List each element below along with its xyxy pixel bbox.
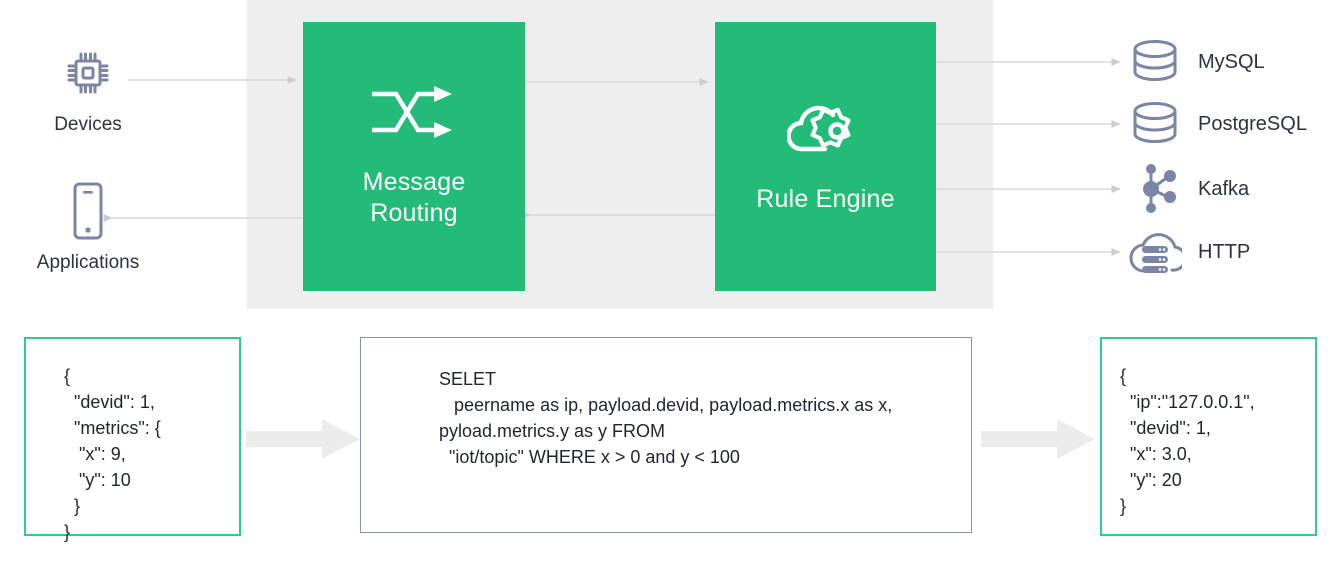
destination-mysql[interactable]: MySQL xyxy=(1128,36,1265,88)
source-devices[interactable]: Devices xyxy=(3,42,173,136)
database-cylinder-icon xyxy=(1128,36,1182,88)
output-message-box: { "ip":"127.0.0.1", "devid": 1, "x": 3.0… xyxy=(1100,337,1317,536)
destination-postgresql-label: PostgreSQL xyxy=(1198,112,1307,135)
process-label-line2: Routing xyxy=(370,199,458,227)
destination-http[interactable]: HTTP xyxy=(1128,226,1250,278)
flow-arrow-query-to-output xyxy=(981,419,1095,464)
node-graph-icon xyxy=(1128,163,1182,215)
process-label-line1: Message xyxy=(362,168,466,196)
sql-rule-box: SELET peername as ip, payload.devid, pay… xyxy=(360,337,972,533)
process-message-routing-label: Message Routing xyxy=(363,167,466,229)
destination-postgresql[interactable]: PostgreSQL xyxy=(1128,98,1307,150)
flow-arrow-input-to-query xyxy=(246,419,360,464)
destination-kafka-label: Kafka xyxy=(1198,177,1250,200)
sql-rule-statement: SELET peername as ip, payload.devid, pay… xyxy=(439,369,893,467)
output-message-json: { "ip":"127.0.0.1", "devid": 1, "x": 3.0… xyxy=(1120,366,1255,516)
input-message-json: { "devid": 1, "metrics": { "x": 9, "y": … xyxy=(64,366,161,542)
cloud-server-icon xyxy=(1128,226,1182,278)
database-cylinder-icon xyxy=(1128,98,1182,150)
source-devices-label: Devices xyxy=(54,114,122,135)
source-applications[interactable]: Applications xyxy=(3,180,173,274)
shuffle-arrows-icon xyxy=(371,84,456,145)
input-message-box: { "devid": 1, "metrics": { "x": 9, "y": … xyxy=(24,337,241,542)
process-rule-engine[interactable]: Rule Engine xyxy=(715,22,936,291)
smartphone-icon xyxy=(3,180,173,242)
process-rule-engine-label: Rule Engine xyxy=(756,184,895,213)
microchip-icon xyxy=(3,42,173,104)
destination-kafka[interactable]: Kafka xyxy=(1128,163,1249,215)
process-message-routing[interactable]: Message Routing xyxy=(303,22,525,291)
cloud-gear-icon xyxy=(785,99,865,166)
source-applications-label: Applications xyxy=(36,252,140,273)
destination-http-label: HTTP xyxy=(1198,240,1251,263)
destination-mysql-label: MySQL xyxy=(1198,50,1265,73)
